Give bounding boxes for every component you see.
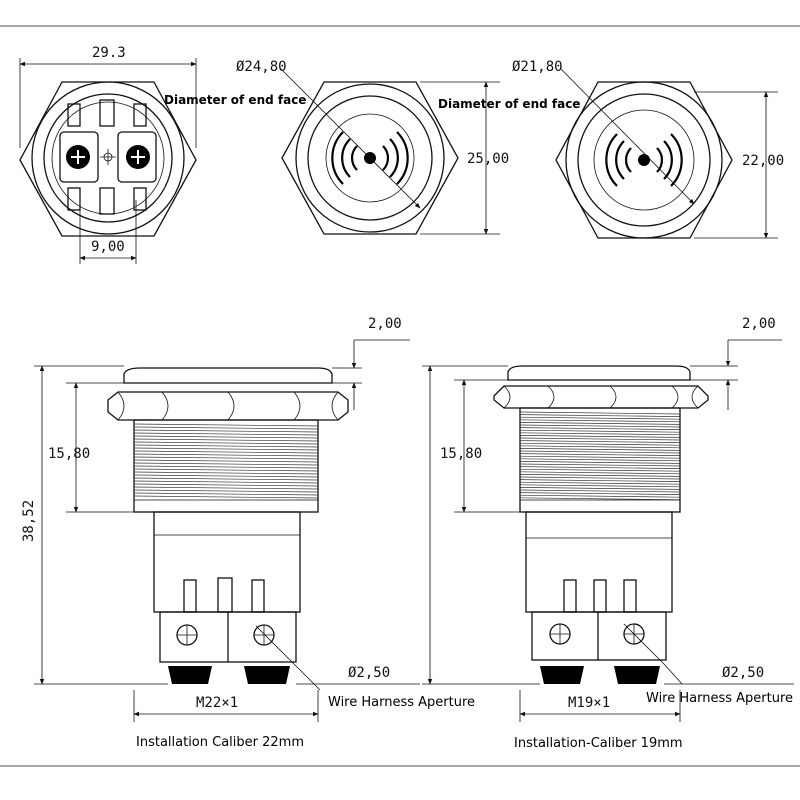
total-length-dimension: 38,52 — [21, 500, 37, 542]
aperture-diameter-dimension: Ø2,50 — [348, 665, 390, 681]
thread-spec-dimension: M19×1 — [568, 695, 610, 711]
thread-spec-dimension: M22×1 — [196, 695, 238, 711]
front-view-19: Ø21,80 Diameter of end face 22,00 — [438, 59, 784, 239]
thread-length-dimension: 15,80 — [440, 446, 482, 462]
rear-width-dimension: 29.3 — [92, 45, 126, 61]
wire-harness-annotation: Wire Harness Aperture — [646, 691, 793, 706]
side-view-19: 2,00 15,80 M19×1 Ø2,50 Wire Harness Aper… — [422, 316, 794, 751]
wire-harness-annotation: Wire Harness Aperture — [328, 695, 475, 710]
flange-thickness-dimension: 2,00 — [368, 316, 402, 332]
installation-caption-19: Installation-Caliber 19mm — [514, 736, 683, 751]
thread-lines — [519, 411, 681, 501]
front-height-dimension-19: 22,00 — [742, 153, 784, 169]
thread-lines — [133, 423, 319, 499]
aperture-diameter-dimension: Ø2,50 — [722, 665, 764, 681]
installation-caption-22: Installation Caliber 22mm — [136, 735, 304, 750]
front-view-22: Ø24,80 Diameter of end face 25,00 — [164, 59, 509, 235]
end-face-annotation-22: Diameter of end face — [164, 93, 306, 107]
rear-view: 29.3 9,00 — [19, 45, 197, 264]
end-face-diameter-19: Ø21,80 — [512, 59, 563, 75]
flange-thickness-dimension: 2,00 — [742, 316, 776, 332]
thread-length-dimension: 15,80 — [48, 446, 90, 462]
end-face-diameter-22: Ø24,80 — [236, 59, 287, 75]
side-view-22: 2,00 15,80 38,52 M22×1 Ø2,50 Wire Harnes… — [21, 316, 475, 750]
front-height-dimension-22: 25,00 — [467, 151, 509, 167]
pin-spacing-dimension: 9,00 — [91, 239, 125, 255]
sound-icon — [605, 133, 683, 187]
end-face-annotation-19: Diameter of end face — [438, 97, 580, 111]
